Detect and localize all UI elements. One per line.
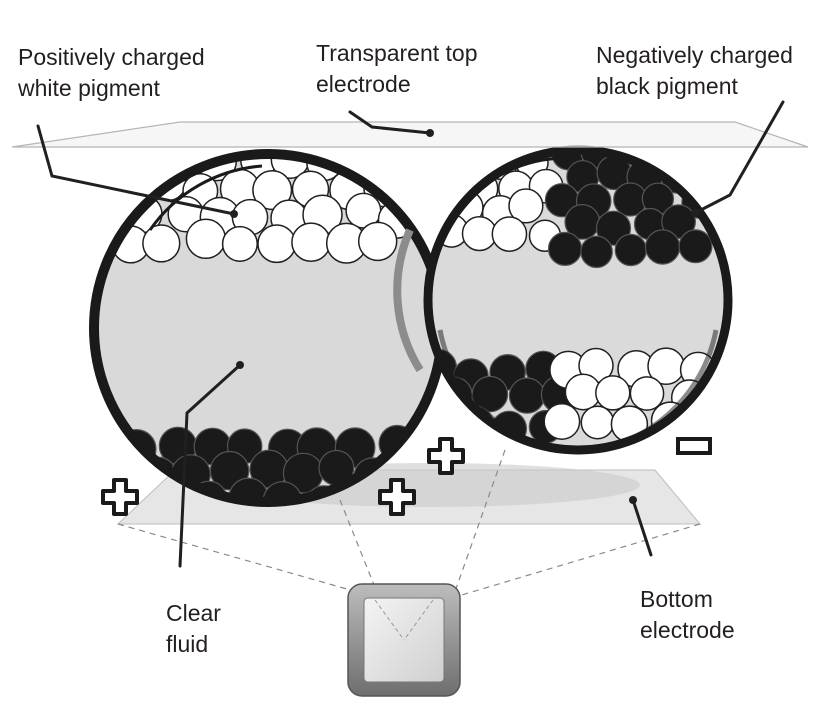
bottom-electrode-label-line-2: electrode bbox=[640, 617, 735, 643]
white-pigment-label-line-1: Positively charged bbox=[18, 44, 205, 70]
black-pigment-label-line-1: Negatively charged bbox=[596, 42, 793, 68]
black-pigment-particle bbox=[471, 375, 509, 413]
white-pigment-particle bbox=[434, 166, 470, 202]
white-pigment-particle bbox=[543, 403, 581, 440]
plus-sign-icon bbox=[427, 437, 465, 475]
clear-fluid-label-line-2: fluid bbox=[166, 631, 209, 657]
top-electrode-label: Transparent top electrode bbox=[316, 38, 478, 100]
white-pigment-particle bbox=[94, 193, 128, 232]
white-pigment-label-line-2: white pigment bbox=[18, 75, 160, 101]
white-pigment-particle bbox=[94, 154, 131, 183]
leader-lines bbox=[36, 100, 785, 568]
bottom-electrode-label-line-1: Bottom bbox=[640, 586, 713, 612]
white-pigment-particle bbox=[428, 150, 453, 180]
black-pigment-particle bbox=[644, 229, 681, 265]
black-pigment-particle bbox=[661, 204, 696, 240]
clear-fluid-label-line-1: Clear bbox=[166, 600, 221, 626]
black-pigment-label-line-2: black pigment bbox=[596, 73, 738, 99]
black-pigment-particle bbox=[678, 229, 713, 264]
black-pigment-particle bbox=[580, 235, 613, 269]
white-pigment-particle bbox=[221, 225, 258, 262]
white-pigment-particle bbox=[142, 224, 181, 263]
white-pigment-particle bbox=[688, 399, 724, 435]
black-pigment-particle bbox=[547, 231, 583, 266]
plus-sign-icon bbox=[101, 478, 139, 516]
black-pigment-particle bbox=[614, 233, 648, 267]
white-pigment-particle bbox=[461, 215, 498, 252]
top-electrode-label-line-1: Transparent top bbox=[316, 40, 478, 66]
white-pigment-label: Positively charged white pigment bbox=[18, 42, 205, 104]
white-pigment-particle bbox=[508, 188, 544, 224]
bottom-electrode-label: Bottom electrode bbox=[640, 584, 735, 646]
white-pigment-particle bbox=[428, 192, 446, 229]
white-pigment-particle bbox=[580, 405, 615, 440]
black-pigment-label: Negatively charged black pigment bbox=[596, 40, 793, 102]
clear-fluid-label: Clear fluid bbox=[166, 598, 221, 660]
top-electrode-plate bbox=[11, 121, 809, 148]
white-pigment-particle bbox=[257, 224, 297, 264]
white-pigment-particle bbox=[491, 216, 528, 252]
top-electrode-label-line-2: electrode bbox=[316, 71, 411, 97]
minus-sign-icon bbox=[676, 437, 712, 455]
white-pigment-particle bbox=[252, 170, 293, 211]
display-device-icon bbox=[347, 583, 461, 697]
right-capsule bbox=[393, 145, 733, 455]
white-pigment-particle bbox=[185, 218, 227, 260]
black-pigment-particle bbox=[508, 377, 546, 414]
leader-dots bbox=[230, 129, 699, 504]
white-pigment-particle bbox=[595, 375, 631, 411]
white-pigment-particle bbox=[448, 150, 484, 180]
white-pigment-particle bbox=[629, 376, 665, 411]
white-pigment-particle bbox=[291, 222, 331, 263]
plus-sign-icon bbox=[378, 478, 416, 516]
white-pigment-particle bbox=[357, 221, 398, 262]
